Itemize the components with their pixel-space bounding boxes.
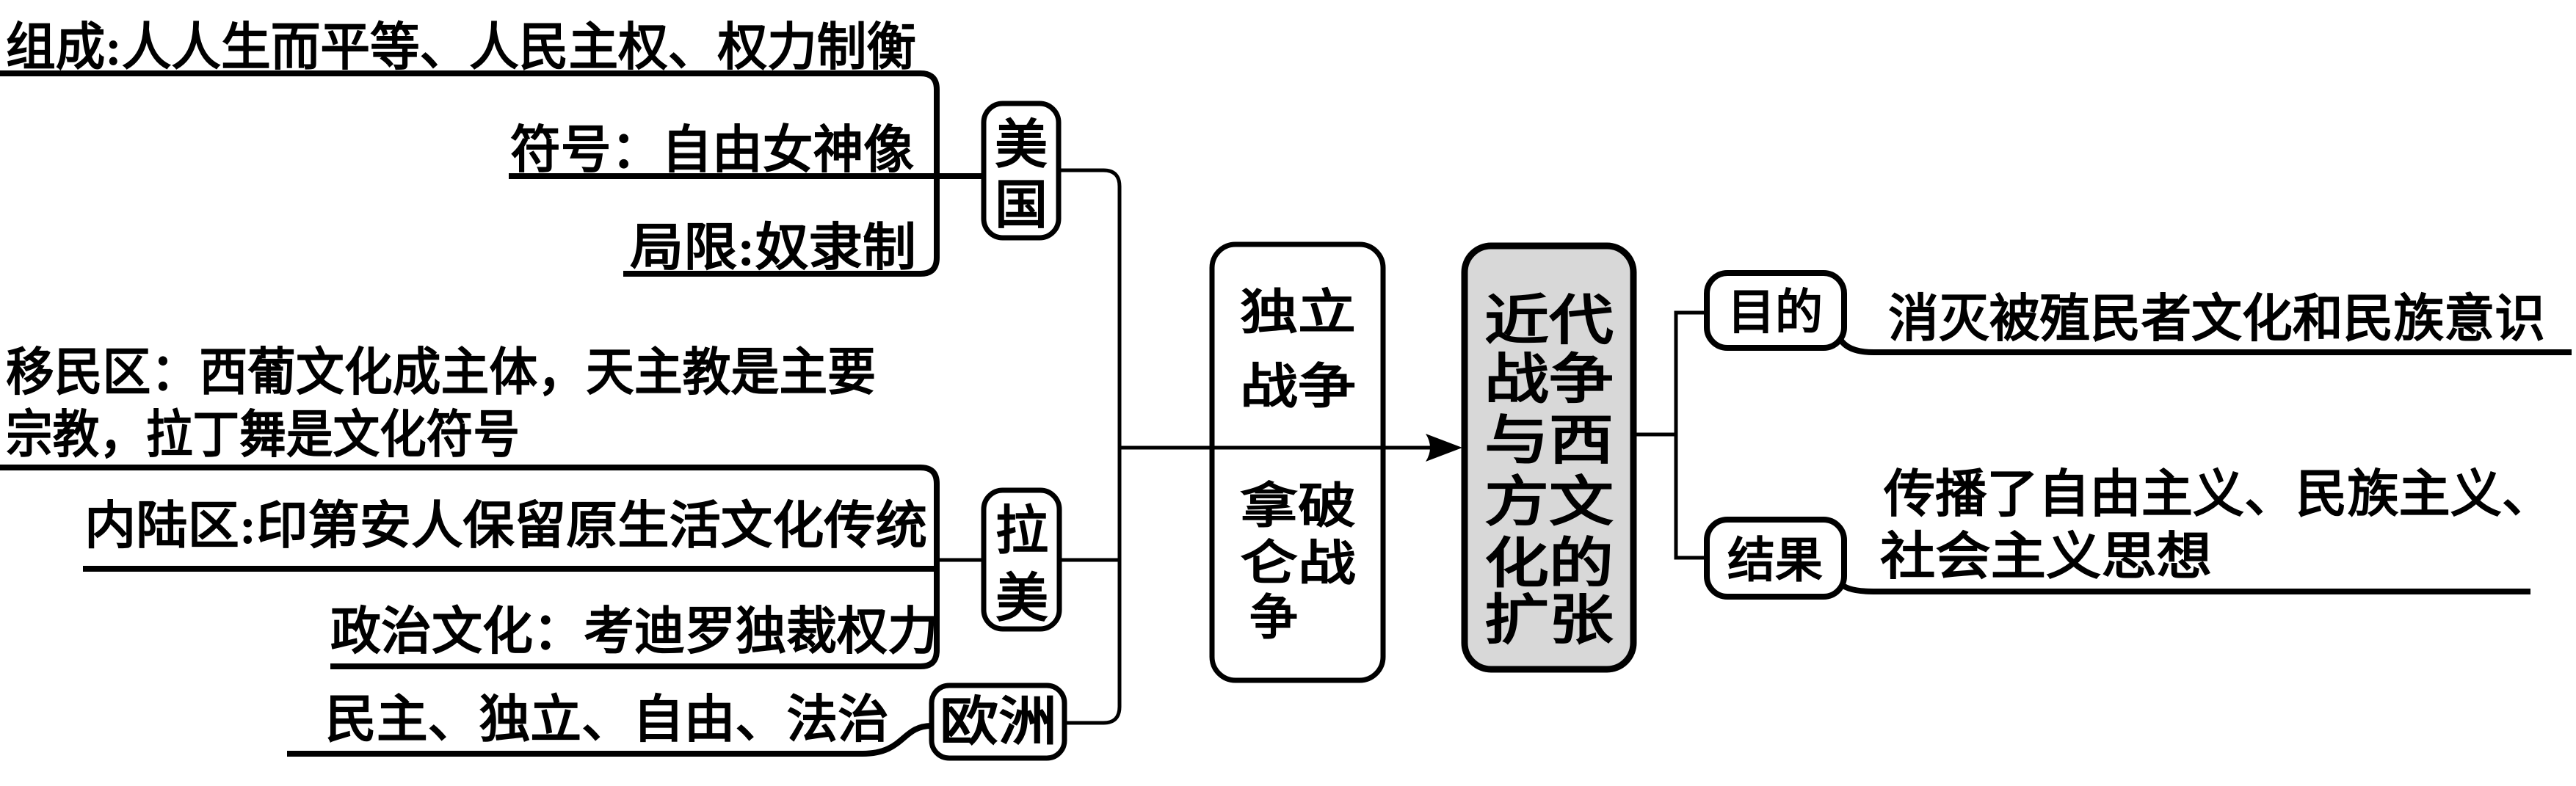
center-title-row1: 近代 [1484, 291, 1614, 352]
center-title-row3: 与西 [1484, 411, 1614, 471]
usa-limitation-text: 局限:奴隶制 [630, 219, 916, 277]
latam-node-box [981, 487, 1062, 632]
europe-node-label: 欧洲 [940, 693, 1057, 752]
latam-immigrant-text-line2: 宗教，拉丁舞是文化符号 [6, 407, 520, 464]
arrow-right-icon [1426, 434, 1462, 462]
purpose-node-label: 目的 [1727, 286, 1823, 340]
purpose-node-box [1704, 270, 1847, 351]
wars-node-box [1209, 241, 1386, 683]
usa-composition-text: 组成:人人生而平等、人民主权、权力制衡 [6, 19, 916, 76]
usa-node-box [981, 101, 1062, 241]
result-text-line2: 社会主义思想 [1880, 528, 2212, 586]
europe-underline [287, 723, 932, 757]
wars-napoleon-row1: 拿破 [1240, 479, 1356, 534]
center-title-row6: 扩张 [1484, 591, 1614, 651]
wars-independence-row2: 战争 [1240, 360, 1356, 414]
result-node-label: 结果 [1727, 534, 1823, 588]
usa-symbol-text: 符号：自由女神像 [510, 122, 914, 179]
europe-values-text: 民主、独立、自由、法治 [325, 691, 889, 749]
center-title-row4: 方文 [1484, 473, 1614, 533]
usa-node-label-char1: 美 [995, 116, 1048, 175]
right-bracket-line [1674, 310, 1707, 560]
latam-node-label-char1: 拉 [995, 502, 1048, 561]
latam-inland-text: 内陆区:印第安人保留原生活文化传统 [84, 498, 927, 555]
latam-node-label-char2: 美 [995, 570, 1048, 628]
europe-node-box [929, 683, 1067, 761]
wars-napoleon-row2: 仑战 [1240, 537, 1356, 591]
usa-node-label-char2: 国 [995, 176, 1048, 235]
wars-independence-row1: 独立 [1240, 286, 1356, 340]
latam-political-text: 政治文化：考迪罗独裁权力 [330, 603, 938, 661]
center-title-row2: 战争 [1484, 350, 1614, 410]
center-title-row5: 化的 [1484, 534, 1614, 594]
center-node-box [1461, 242, 1637, 673]
result-text-line1: 传播了自由主义、民族主义、 [1883, 466, 2553, 523]
result-node-box [1704, 517, 1847, 600]
purpose-text: 消灭被殖民者文化和民族意识 [1888, 291, 2545, 348]
latam-immigrant-text-line1: 移民区：西葡文化成主体，天主教是主要 [6, 344, 876, 401]
trunk-line [1059, 168, 1122, 725]
wars-napoleon-row3: 争 [1249, 592, 1298, 645]
